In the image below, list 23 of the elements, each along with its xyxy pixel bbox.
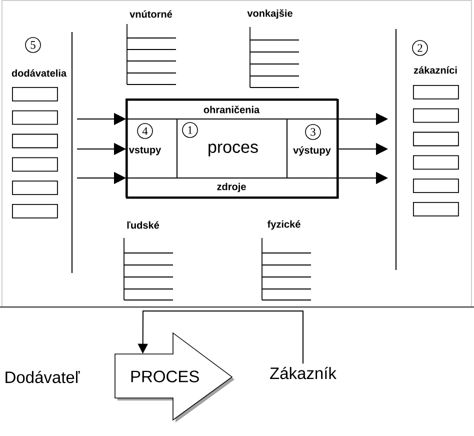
category-label: zákazníci (414, 66, 457, 74)
empty-box (12, 134, 58, 148)
category-label: vnútorné (130, 10, 172, 18)
empty-box (413, 132, 459, 146)
empty-box (413, 178, 459, 193)
process-box (126, 99, 339, 199)
empty-box (413, 85, 459, 100)
category-label: fyzické (268, 220, 300, 230)
bottom-band: zdroje (126, 178, 338, 198)
text-label: Dodávateľ (6, 370, 80, 384)
empty-box (12, 157, 58, 172)
node-text: Zákazník (270, 366, 336, 380)
empty-box (12, 204, 58, 218)
empty-box (12, 110, 58, 125)
category-label: vonkajšie (247, 9, 292, 19)
empty-box (12, 87, 58, 102)
category-label: dodávatelia (12, 69, 67, 77)
empty-box (413, 202, 459, 216)
empty-box (413, 155, 459, 170)
empty-box (413, 108, 459, 123)
top-band: ohraničenia (126, 98, 338, 120)
category-label: ľudské (127, 221, 160, 229)
empty-box (12, 180, 58, 195)
